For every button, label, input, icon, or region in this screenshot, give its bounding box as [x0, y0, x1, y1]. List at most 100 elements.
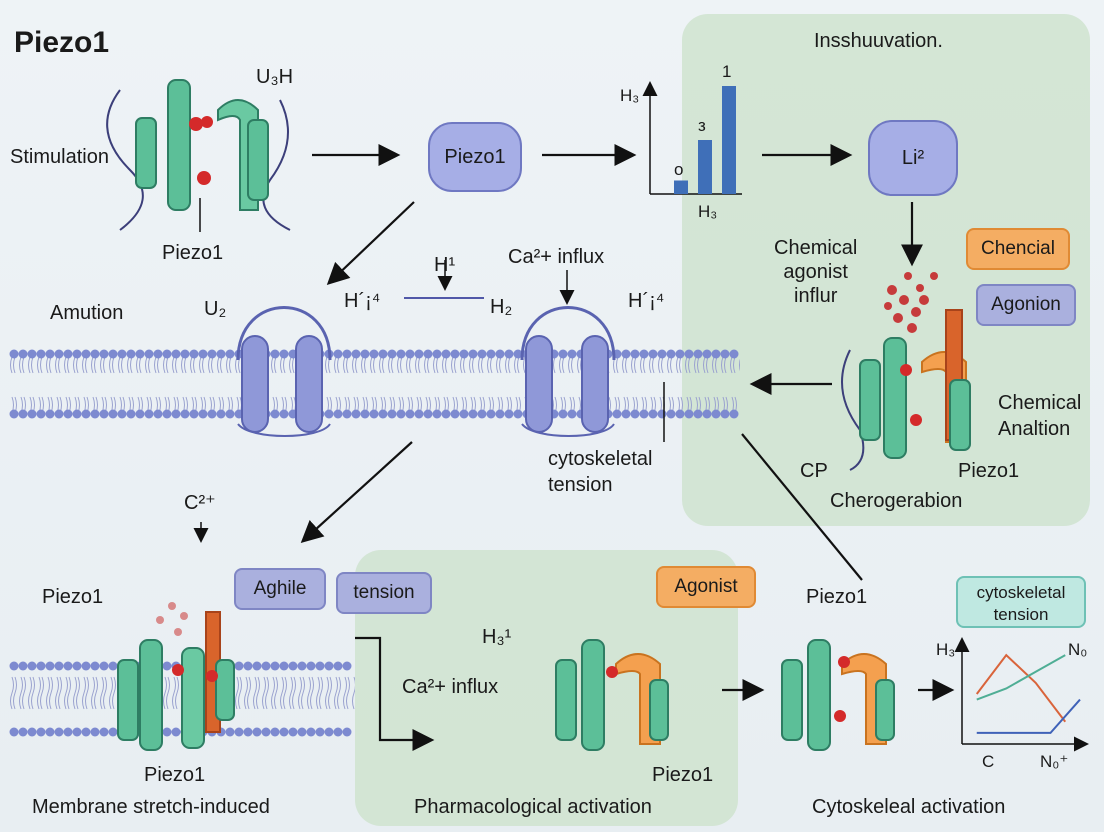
lipid-head	[315, 661, 325, 671]
lipid-head	[468, 349, 478, 359]
agonist-dots-right	[884, 272, 938, 333]
bar-label-o: o	[674, 160, 684, 179]
line-xlabel: N₀⁺	[1040, 752, 1069, 771]
lipid-head	[90, 661, 100, 671]
chem-agonist-label: Chemical agonist influr	[774, 237, 858, 307]
line-ylabel: H₃	[936, 640, 956, 659]
piezo1-protein-bottom-left	[117, 602, 235, 751]
lipid-head	[702, 349, 712, 359]
lipid-head	[234, 661, 244, 671]
lipid-head	[324, 727, 334, 737]
u2-label: U₂	[204, 298, 227, 320]
chencial-label: Chencial	[981, 238, 1055, 259]
lipid-head	[27, 409, 37, 419]
lipid-head	[648, 409, 658, 419]
lipid-head	[459, 349, 469, 359]
lipid-head	[198, 409, 208, 419]
lipid-head	[441, 349, 451, 359]
lipid-head	[189, 349, 199, 359]
bar-label-3: з	[698, 116, 706, 135]
lipid-head	[567, 409, 577, 419]
lipid-head	[36, 727, 46, 737]
ush-label: U₃H	[256, 66, 294, 88]
lipid-head	[324, 409, 334, 419]
chem-analtion-label: Chemical Analtion	[998, 392, 1082, 440]
piezo1-top-label: Piezo1	[162, 242, 224, 264]
lipid-head	[279, 349, 289, 359]
lipid-head	[153, 409, 163, 419]
lipid-head	[27, 727, 37, 737]
lipid-head	[54, 727, 64, 737]
lipid-head	[477, 409, 487, 419]
tension-badge: tension	[336, 572, 432, 614]
h-i2-right-label: H´¡⁴	[628, 290, 665, 312]
lipid-head	[288, 727, 298, 737]
lipid-head	[81, 409, 91, 419]
lipid-head	[378, 349, 388, 359]
lipid-head	[45, 409, 55, 419]
lipid-head	[198, 349, 208, 359]
lipid-head	[315, 727, 325, 737]
cp-label: CP	[800, 460, 828, 482]
lipid-head	[558, 349, 568, 359]
lipid-head	[90, 409, 100, 419]
lipid-head	[36, 661, 46, 671]
line-chart	[954, 637, 1089, 752]
aghile-label: Aghile	[253, 578, 307, 599]
cyto-tension-box: cytoskeletal tension	[956, 576, 1086, 628]
line-series-1	[976, 654, 1066, 701]
lipid-head	[81, 661, 91, 671]
lipid-head	[72, 727, 82, 737]
lipid-head	[171, 409, 181, 419]
lipid-head	[90, 349, 100, 359]
lipid-head	[432, 409, 442, 419]
lipid-head	[9, 409, 19, 419]
lipid-head	[450, 349, 460, 359]
lipid-head	[18, 727, 28, 737]
channel-right	[520, 306, 616, 437]
lipid-head	[351, 409, 361, 419]
page-title: Piezo1	[14, 26, 110, 59]
lipid-head	[54, 661, 64, 671]
lipid-head	[135, 349, 145, 359]
lipid-head	[369, 409, 379, 419]
lipid-head	[297, 727, 307, 737]
lipid-head	[162, 349, 172, 359]
lipid-head	[162, 661, 172, 671]
lipid-head	[630, 409, 640, 419]
h-i2-left-label: H´¡⁴	[344, 290, 381, 312]
lipid-head	[351, 349, 361, 359]
lipid-head	[639, 349, 649, 359]
lipid-head	[18, 349, 28, 359]
lipid-head	[693, 409, 703, 419]
line-c-label: C	[982, 752, 995, 771]
agonion-label: Agonion	[991, 294, 1061, 315]
lipid-head	[234, 727, 244, 737]
h3i-label: H₃¹	[482, 626, 512, 648]
lipid-head	[513, 409, 523, 419]
lipid-head	[72, 409, 82, 419]
cyto-tension-box-label: cytoskeletal tension	[976, 583, 1066, 624]
amution-label: Amution	[50, 302, 124, 324]
lipid-head	[657, 349, 667, 359]
lipid-head	[99, 349, 109, 359]
lipid-head	[711, 409, 721, 419]
agonion-badge: Agonion	[976, 284, 1076, 326]
cyto-tension-label: cytoskeletal tension	[548, 448, 653, 496]
lipid-head	[468, 409, 478, 419]
lipid-head	[207, 409, 217, 419]
lipid-head	[117, 349, 127, 359]
lipid-head	[279, 409, 289, 419]
lipid-head	[63, 661, 73, 671]
lipid-head	[144, 349, 154, 359]
lipid-head	[99, 661, 109, 671]
lipid-head	[18, 409, 28, 419]
lipid-head	[621, 349, 631, 359]
lipid-head	[657, 409, 667, 419]
lipid-head	[684, 349, 694, 359]
lipid-head	[153, 349, 163, 359]
pharm-activation-label: Pharmacological activation	[414, 796, 652, 818]
bar-ylabel: H₃	[620, 86, 640, 105]
lipid-head	[54, 409, 64, 419]
lipid-head	[126, 409, 136, 419]
